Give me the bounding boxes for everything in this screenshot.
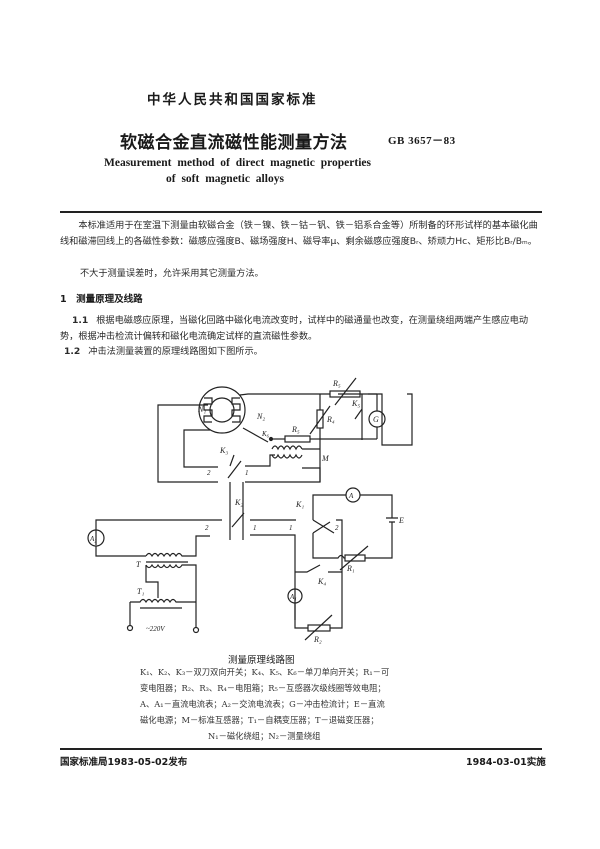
intro-paragraph-1: 本标准适用于在室温下测量由软磁合金（铁－镍、铁－钴－钒、铁－铝系合金等）所制备的…: [60, 220, 538, 247]
label-R6-box: R₅: [291, 425, 300, 434]
label-K6: K₆: [261, 430, 270, 438]
label-T: T: [136, 560, 141, 569]
resistor-R1: [344, 554, 366, 562]
issue-date: 国家标准局1983-05-02发布: [60, 757, 188, 768]
diagram-caption: 测量原理线路图: [228, 655, 295, 666]
diagram-legend-line-1: K₁、K₂、K₃－双刀双向开关；K₄、K₅、K₆－单刀单向开关；R₁－可: [140, 667, 390, 677]
intro-paragraph-2: 不大于测量误差时，允许采用其它测量方法。: [80, 268, 264, 279]
diagram-legend-line-2: 变电阻器；R₂、R₃、R₄－电阻箱；R₅－互感器次级线圈等效电阻；: [140, 683, 386, 693]
section-1-1-text: 根据电磁感应原理，当磁化回路中磁化电流改变时，试样中的磁通量也改变，在测量绕组两…: [60, 315, 529, 342]
effective-date: 1984-03-01实施: [466, 757, 546, 768]
label-K4: K₄: [317, 577, 326, 586]
toroid-specimen: [198, 386, 246, 434]
label-R2: R₂: [313, 635, 322, 644]
label-N1: N₁: [197, 405, 206, 414]
svg-text:2: 2: [335, 524, 339, 532]
label-A2: A₂: [89, 535, 97, 543]
document-title-cn: 软磁合金直流磁性能测量方法: [120, 133, 348, 153]
svg-text:1: 1: [253, 524, 257, 532]
resistor-R2: [307, 624, 331, 632]
label-M: M: [321, 454, 330, 463]
svg-text:2: 2: [205, 524, 209, 532]
footer-divider: [60, 748, 542, 750]
section-1-2-text: 冲击法测量装置的原理线路图如下图所示。: [88, 346, 263, 357]
label-G: G: [373, 415, 379, 424]
label-A1: A₁: [289, 593, 297, 601]
label-E: E: [398, 516, 404, 525]
svg-text:2: 2: [207, 469, 211, 477]
section-1-2-number: 1.2: [64, 346, 81, 357]
document-title-en-line1: Measurement method of direct magnetic pr…: [104, 157, 371, 169]
document-title-en-line2: of soft magnetic alloys: [166, 173, 284, 185]
resistor-R6: [284, 435, 311, 443]
label-R5: R₅: [332, 379, 341, 388]
label-T1: T₁: [137, 587, 144, 596]
label-K2: K₂: [234, 498, 243, 507]
section-1-2: 1.2 冲击法测量装置的原理线路图如下图所示。: [64, 344, 263, 360]
section-1-1-number: 1.1: [71, 315, 89, 326]
svg-text:1: 1: [289, 524, 293, 532]
section-1-heading: 1 测量原理及线路: [60, 294, 143, 305]
standard-code: GB 3657－83: [388, 135, 456, 147]
header-divider: [60, 211, 542, 213]
resistor-R5: [329, 390, 361, 398]
diagram-legend-line-5: N₁－磁化绕组；N₂－测量绕组: [208, 731, 321, 741]
diagram-legend-line-3: A、A₁－直流电流表；A₂－交流电流表；G－冲击检流计；E－直流: [140, 699, 385, 709]
svg-text:1: 1: [245, 469, 249, 477]
label-A: A: [348, 492, 354, 500]
diagram-legend-line-4: 磁化电源；M－标准互感器；T₁－自耦变压器；T－退磁变压器；: [140, 715, 379, 725]
national-standard-heading: 中华人民共和国国家标准: [147, 92, 318, 108]
label-K3: K₃: [219, 446, 228, 455]
label-220V: ~220V: [146, 625, 165, 633]
label-K5: K₅: [351, 399, 360, 408]
label-R1: R₁: [346, 564, 355, 573]
label-N2: N₂: [256, 412, 265, 421]
label-R4: R₄: [326, 415, 335, 424]
label-K1: K₁: [295, 500, 304, 509]
